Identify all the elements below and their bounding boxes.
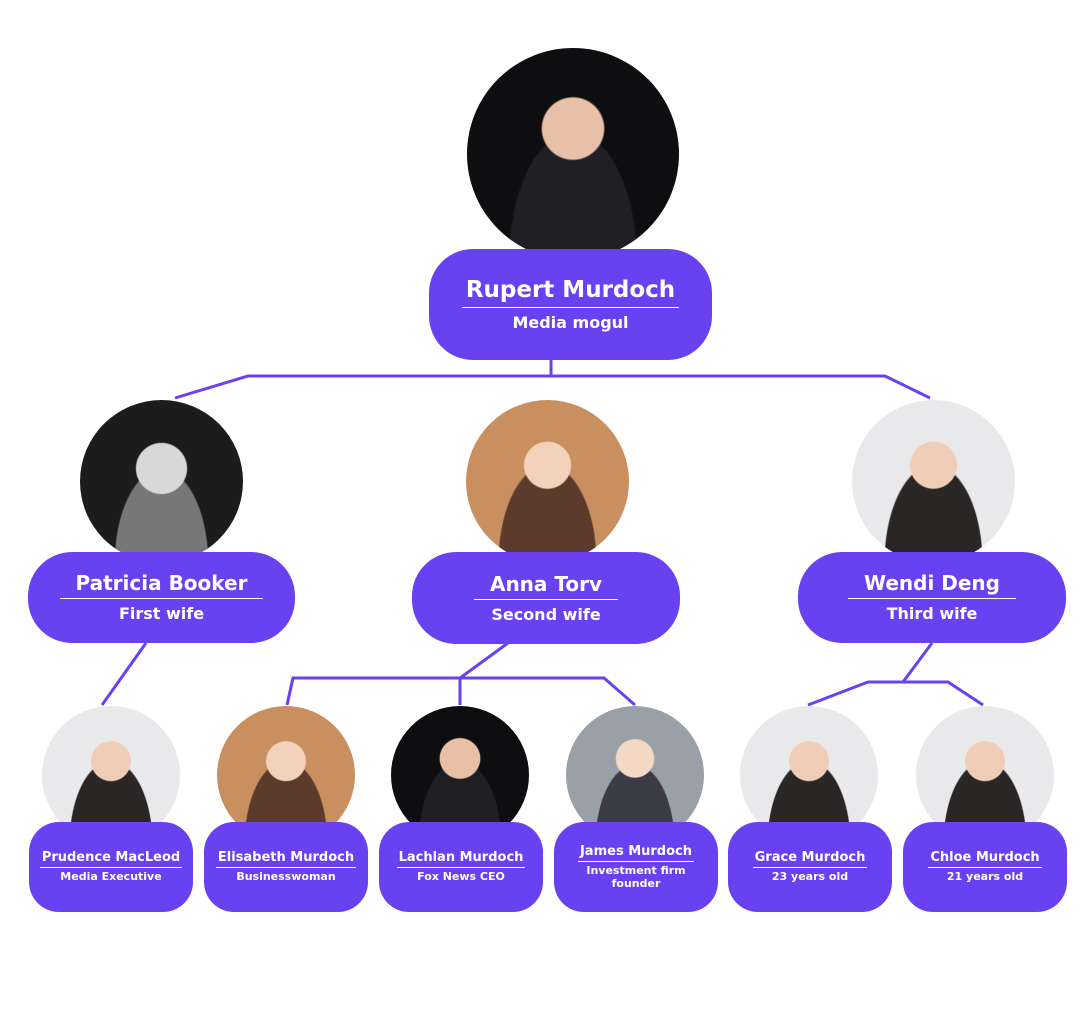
patricia-booker-name: Patricia Booker bbox=[60, 571, 264, 599]
grace-murdoch-name: Grace Murdoch bbox=[753, 850, 868, 869]
wendi-deng-photo bbox=[852, 400, 1015, 563]
rupert-murdoch-role: Media mogul bbox=[512, 314, 628, 332]
chloe-murdoch-role: 21 years old bbox=[947, 871, 1023, 884]
wendi-deng-card: Wendi Deng Third wife bbox=[798, 552, 1066, 643]
prudence-macleod-role: Media Executive bbox=[60, 871, 161, 884]
rupert-murdoch-name: Rupert Murdoch bbox=[462, 277, 679, 309]
grace-murdoch-role: 23 years old bbox=[772, 871, 848, 884]
chloe-murdoch-name: Chloe Murdoch bbox=[928, 850, 1041, 869]
anna-torv-role: Second wife bbox=[491, 606, 600, 624]
lachlan-murdoch-role: Fox News CEO bbox=[417, 871, 505, 884]
chloe-murdoch-card: Chloe Murdoch 21 years old bbox=[903, 822, 1067, 912]
anna-torv-card: Anna Torv Second wife bbox=[412, 552, 680, 644]
james-murdoch-card: James Murdoch Investment firm founder bbox=[554, 822, 718, 912]
lachlan-murdoch-name: Lachlan Murdoch bbox=[397, 850, 526, 869]
wendi-deng-role: Third wife bbox=[887, 605, 978, 623]
wendi-deng-name: Wendi Deng bbox=[848, 571, 1016, 599]
prudence-macleod-card: Prudence MacLeod Media Executive bbox=[29, 822, 193, 912]
patricia-booker-role: First wife bbox=[119, 605, 204, 623]
elisabeth-murdoch-role: Businesswoman bbox=[236, 871, 335, 884]
connector-wendi-chloe bbox=[903, 682, 983, 705]
connector-root-wives bbox=[175, 376, 930, 398]
elisabeth-murdoch-card: Elisabeth Murdoch Businesswoman bbox=[204, 822, 368, 912]
elisabeth-murdoch-name: Elisabeth Murdoch bbox=[216, 850, 356, 869]
james-murdoch-role: Investment firm founder bbox=[576, 865, 696, 890]
connector-anna-children bbox=[460, 643, 635, 705]
connector-patricia-children bbox=[102, 643, 146, 705]
connector-wendi-children bbox=[808, 643, 932, 705]
patricia-booker-photo bbox=[80, 400, 243, 563]
prudence-macleod-name: Prudence MacLeod bbox=[40, 850, 182, 869]
grace-murdoch-card: Grace Murdoch 23 years old bbox=[728, 822, 892, 912]
patricia-booker-card: Patricia Booker First wife bbox=[28, 552, 295, 643]
lachlan-murdoch-card: Lachlan Murdoch Fox News CEO bbox=[379, 822, 543, 912]
anna-torv-photo bbox=[466, 400, 629, 563]
james-murdoch-name: James Murdoch bbox=[578, 844, 694, 863]
rupert-murdoch-card: Rupert Murdoch Media mogul bbox=[429, 249, 712, 360]
connector-anna-elisabeth bbox=[287, 678, 460, 705]
rupert-murdoch-photo bbox=[467, 48, 679, 260]
anna-torv-name: Anna Torv bbox=[474, 572, 618, 600]
